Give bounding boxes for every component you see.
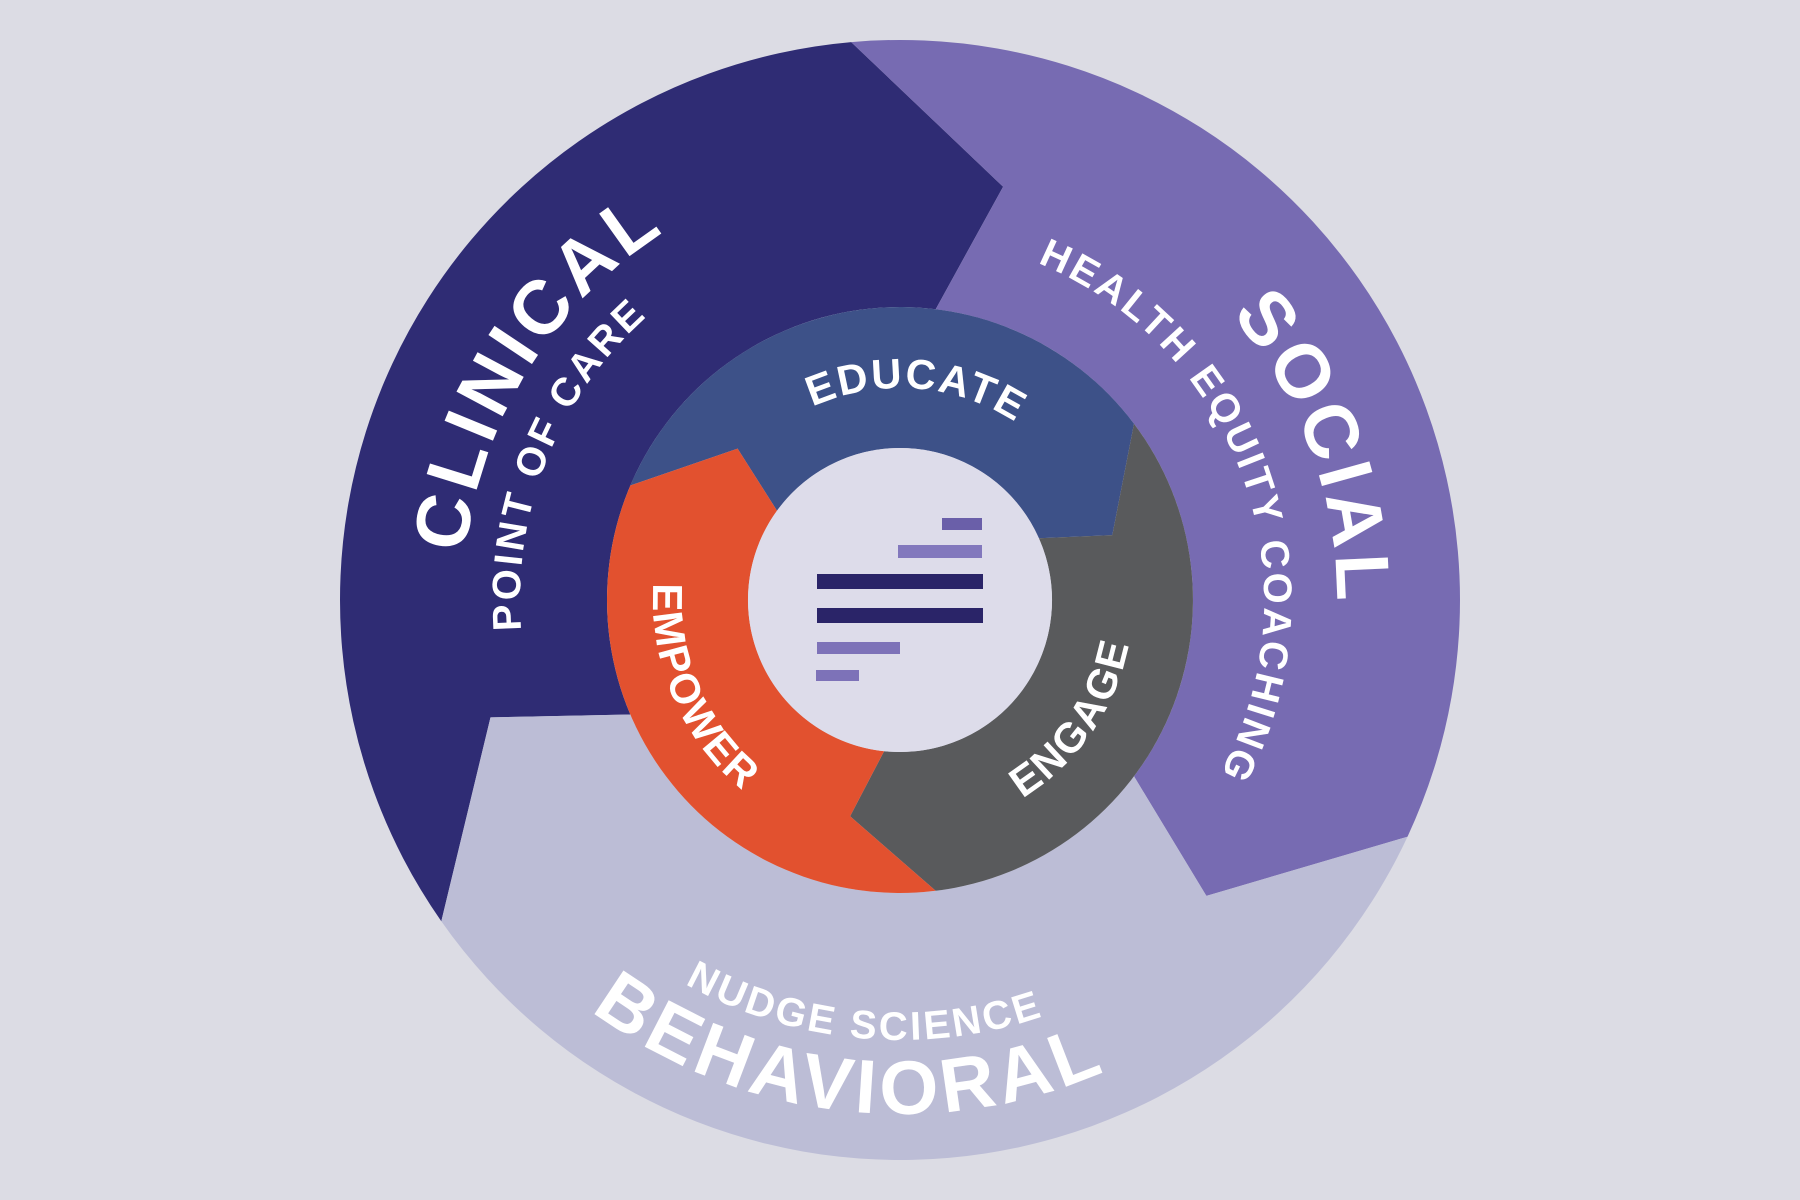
segment-empower bbox=[607, 448, 936, 893]
segment-social bbox=[851, 39, 1460, 896]
horizontal-bars-logo bbox=[816, 518, 983, 681]
segment-engage bbox=[850, 423, 1193, 891]
segment-clinical bbox=[340, 42, 1004, 922]
segment-educate bbox=[630, 307, 1134, 539]
logo-bar bbox=[817, 574, 983, 589]
logo-bar bbox=[817, 642, 900, 654]
logo-bar bbox=[898, 545, 982, 558]
logo-bar bbox=[817, 608, 983, 623]
center-circle bbox=[748, 448, 1052, 752]
logo-bar bbox=[942, 518, 982, 530]
segment-behavioral bbox=[441, 714, 1408, 1160]
inner-ring bbox=[607, 307, 1193, 893]
outer-ring bbox=[340, 39, 1460, 1160]
logo-bar bbox=[816, 670, 859, 681]
